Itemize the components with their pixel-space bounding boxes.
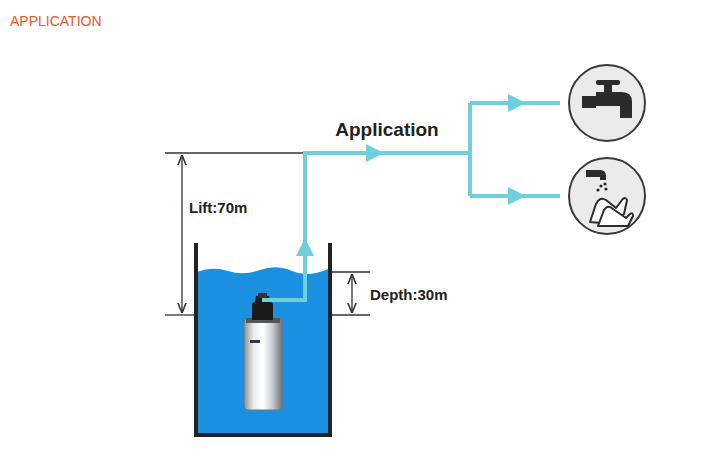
submersible-pump — [244, 293, 282, 410]
dimension-label: Depth:30m — [370, 286, 448, 303]
pipe — [262, 103, 560, 300]
water — [197, 267, 328, 433]
lift-dimension — [165, 153, 303, 315]
tap-icon — [569, 65, 645, 141]
dimension-label: Lift:70m — [189, 199, 247, 216]
flow-arrows — [296, 94, 526, 256]
depth-dimension — [332, 272, 370, 315]
flow-label: Application — [335, 119, 438, 141]
hand-washing-icon — [569, 158, 645, 234]
page-title: APPLICATION — [10, 13, 102, 29]
tank — [196, 243, 330, 435]
